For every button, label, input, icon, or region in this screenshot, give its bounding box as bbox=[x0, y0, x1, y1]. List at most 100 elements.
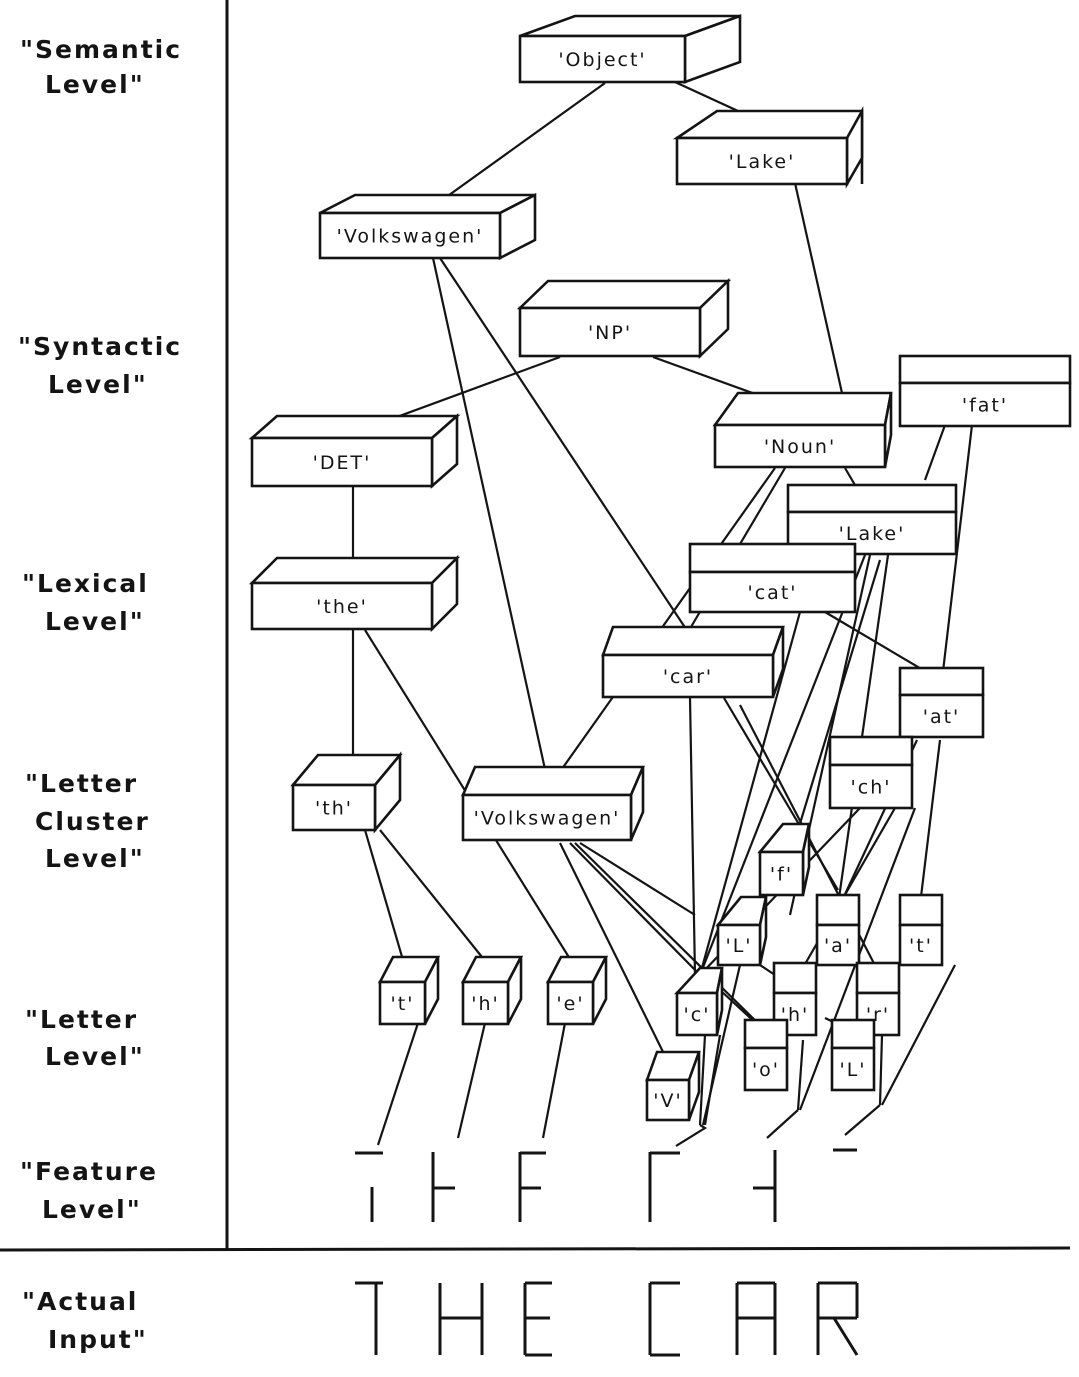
feature-glyph-e bbox=[518, 1151, 546, 1222]
node-front-face bbox=[250, 436, 434, 488]
node-top-face bbox=[830, 1018, 876, 1050]
node-box-lake-lex: 'Lake' bbox=[786, 483, 958, 556]
node-box-t2: 't' bbox=[898, 893, 944, 967]
node-front-face bbox=[713, 423, 887, 469]
edge-cat-c bbox=[698, 611, 802, 976]
feature-level-strokes bbox=[355, 1148, 857, 1222]
node-label: 'fat' bbox=[962, 395, 1008, 417]
node-label: 'DET' bbox=[313, 452, 372, 474]
node-front-face bbox=[688, 570, 857, 614]
node-box-h1: 'h' bbox=[460, 955, 524, 1026]
level-label-letter: "Letter bbox=[25, 1005, 138, 1034]
node-box-ch: 'ch' bbox=[828, 735, 914, 810]
node-top-face bbox=[855, 961, 901, 995]
node-label: 'c' bbox=[684, 1004, 711, 1026]
node-box-r: 'r' bbox=[855, 961, 901, 1037]
level-label-letter-cluster-2: Cluster bbox=[35, 807, 150, 836]
edge-c-feature-hook bbox=[675, 1124, 708, 1147]
level-label-letter-cluster: "Letter bbox=[25, 769, 138, 798]
node-label: 'Lake' bbox=[729, 151, 796, 173]
horizontal-divider bbox=[0, 1246, 1071, 1252]
node-top-face bbox=[516, 279, 732, 310]
node-top-face bbox=[461, 765, 645, 797]
node-front-face bbox=[898, 381, 1072, 428]
actual-input-text: THE CAR bbox=[355, 1281, 859, 1357]
node-box-volkswagen-sem: 'Volkswagen' bbox=[318, 192, 537, 261]
node-label: 'the' bbox=[316, 596, 368, 618]
node-box-lake-sem: 'Lake' bbox=[672, 105, 864, 189]
node-box-t1: 't' bbox=[377, 955, 441, 1026]
node-front-face bbox=[318, 211, 502, 260]
edge-h-feature-2-hook bbox=[766, 1109, 799, 1139]
node-box-L1: 'L' bbox=[715, 895, 768, 967]
node-front-face bbox=[828, 763, 914, 810]
node-front-face bbox=[461, 793, 633, 842]
edge-c-feature bbox=[698, 1034, 707, 1126]
edge-lake-c-2 bbox=[793, 559, 882, 841]
node-box-np: 'NP' bbox=[516, 277, 732, 360]
level-label-actual-input: "Actual bbox=[22, 1287, 138, 1316]
node-front-face bbox=[675, 136, 849, 186]
node-label: 'Volkswagen' bbox=[337, 226, 484, 248]
edge-V-c-feature bbox=[703, 1034, 722, 1126]
node-box-object: 'Object' bbox=[518, 14, 742, 84]
node-label: 'V' bbox=[653, 1090, 682, 1112]
edge-th-h bbox=[379, 829, 491, 968]
node-front-face bbox=[250, 581, 434, 631]
node-top-face bbox=[712, 391, 893, 427]
edge-th-t bbox=[363, 829, 407, 968]
node-box-noun: 'Noun' bbox=[712, 391, 893, 469]
node-front-face bbox=[815, 923, 861, 967]
node-box-the: 'the' bbox=[248, 554, 461, 633]
node-box-th: 'th' bbox=[290, 751, 403, 834]
level-label-letter-2: Level" bbox=[45, 1042, 145, 1071]
node-box-L2: 'L' bbox=[830, 1018, 876, 1092]
node-top-face bbox=[601, 625, 785, 657]
input-letter-R bbox=[816, 1281, 859, 1356]
edge-lake-a bbox=[836, 554, 890, 906]
feature-glyph-h bbox=[431, 1152, 455, 1222]
node-label: 'f' bbox=[770, 864, 793, 886]
node-box-car: 'car' bbox=[601, 625, 785, 699]
level-label-actual-input-2: Input" bbox=[48, 1325, 148, 1354]
node-box-cat: 'cat' bbox=[688, 542, 857, 614]
node-front-face bbox=[291, 783, 377, 832]
node-front-face bbox=[898, 923, 944, 967]
input-letter-E bbox=[523, 1281, 552, 1357]
node-label: 't' bbox=[909, 935, 933, 957]
node-box-o: 'o' bbox=[743, 1018, 789, 1092]
node-front-face bbox=[645, 1078, 691, 1122]
edge-volkswagen-cl-o bbox=[574, 842, 771, 1036]
node-front-face bbox=[518, 34, 687, 84]
input-letter-C bbox=[648, 1281, 680, 1357]
node-top-face bbox=[828, 735, 914, 767]
node-label: 'NP' bbox=[588, 322, 632, 344]
node-front-face bbox=[743, 1046, 789, 1092]
node-front-face bbox=[378, 980, 427, 1026]
level-label-syntactic: "Syntactic bbox=[18, 332, 182, 361]
level-label-semantic: "Semantic bbox=[20, 35, 182, 64]
edge-r-feature bbox=[878, 1034, 884, 1106]
node-top-face bbox=[248, 414, 461, 440]
edge-h-feature-2 bbox=[796, 1039, 805, 1111]
node-top-face bbox=[674, 966, 724, 995]
edge-car-c bbox=[688, 697, 697, 976]
node-box-det: 'DET' bbox=[248, 413, 461, 489]
node-label: 'cat' bbox=[748, 582, 798, 604]
node-top-face bbox=[898, 893, 944, 927]
node-top-face bbox=[248, 556, 461, 585]
edge-noun-volkswagen-cl bbox=[551, 467, 776, 784]
node-label: 'Noun' bbox=[764, 436, 836, 458]
feature-glyph-c bbox=[648, 1151, 680, 1222]
node-label: 't' bbox=[391, 993, 415, 1015]
node-box-a: 'a' bbox=[815, 893, 861, 967]
edge-object-volkswagen bbox=[437, 82, 606, 204]
level-label-lexical-2: Level" bbox=[45, 607, 145, 636]
input-letter-A bbox=[735, 1281, 777, 1355]
node-box-V: 'V' bbox=[645, 1050, 701, 1122]
node-front-face bbox=[675, 991, 719, 1037]
node-label: 'Lake' bbox=[839, 523, 906, 545]
node-label: 'car' bbox=[663, 666, 713, 688]
edge-np-det bbox=[374, 355, 561, 427]
